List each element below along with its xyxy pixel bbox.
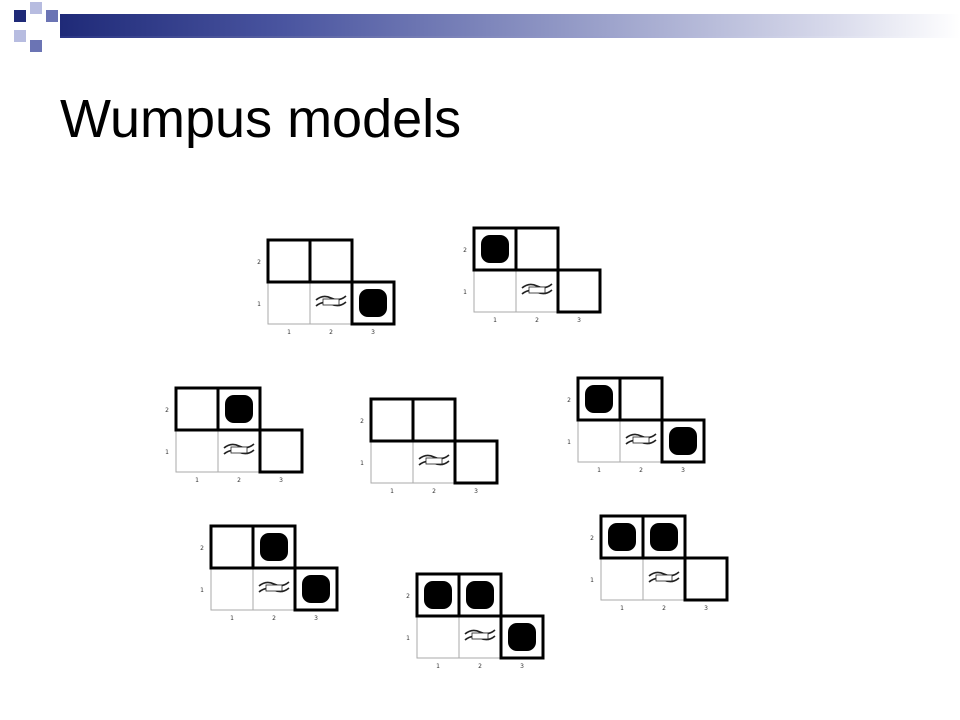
row-label: 1 [567, 439, 571, 446]
column-label: 2 [432, 488, 436, 495]
header-square-mid [30, 40, 42, 52]
breeze-icon [625, 433, 657, 445]
row-label: 2 [165, 407, 169, 414]
column-label: 3 [704, 605, 708, 612]
column-label: 1 [287, 329, 291, 336]
column-label: 3 [474, 488, 478, 495]
column-label: 3 [314, 615, 318, 622]
breeze-banner [230, 446, 248, 454]
column-label: 2 [272, 615, 276, 622]
row-label: 2 [590, 535, 594, 542]
frontier-square-2-2 [411, 397, 457, 443]
breeze-icon [315, 295, 347, 307]
wumpus-model-4: 2 1 1 2 3 [360, 397, 499, 495]
column-label: 3 [371, 329, 375, 336]
column-label: 2 [237, 477, 241, 484]
column-label: 1 [195, 477, 199, 484]
frontier-square-3-1 [683, 556, 729, 602]
column-label: 3 [681, 467, 685, 474]
pit-icon [650, 523, 678, 551]
row-label: 1 [463, 289, 467, 296]
row-label: 2 [406, 593, 410, 600]
wumpus-model-6: 2 1 1 2 3 [200, 524, 339, 622]
breeze-banner [322, 298, 340, 306]
column-label: 2 [535, 317, 539, 324]
row-label: 1 [590, 577, 594, 584]
row-label: 2 [257, 259, 261, 266]
frontier-square-2-2 [618, 376, 664, 422]
frontier-square-3-1 [453, 439, 499, 485]
row-label: 2 [360, 418, 364, 425]
column-label: 2 [329, 329, 333, 336]
column-label: 1 [230, 615, 234, 622]
breeze-icon [223, 443, 255, 455]
wumpus-model-8: 2 1 1 2 3 [590, 514, 729, 612]
frontier-square-3-1 [258, 428, 304, 474]
column-label: 1 [597, 467, 601, 474]
breeze-banner [265, 584, 283, 592]
breeze-icon [418, 454, 450, 466]
header-decoration [0, 0, 960, 60]
frontier-square-1-2 [266, 238, 312, 284]
frontier-square-1-2 [209, 524, 255, 570]
frontier-square-1-2 [174, 386, 220, 432]
row-label: 1 [257, 301, 261, 308]
wumpus-model-7: 2 1 1 2 3 [406, 572, 545, 670]
row-label: 1 [165, 449, 169, 456]
pit-icon [302, 575, 330, 603]
row-label: 2 [567, 397, 571, 404]
slide-title: Wumpus models [60, 89, 462, 149]
column-label: 2 [639, 467, 643, 474]
column-label: 2 [478, 663, 482, 670]
breeze-icon [258, 581, 290, 593]
row-label: 1 [360, 460, 364, 467]
breeze-banner [632, 436, 650, 444]
frontier-square-3-1 [556, 268, 602, 314]
pit-icon [669, 427, 697, 455]
frontier-square-1-2 [369, 397, 415, 443]
column-label: 1 [436, 663, 440, 670]
wumpus-model-5: 2 1 1 2 3 [567, 376, 706, 474]
pit-icon [508, 623, 536, 651]
pit-icon [424, 581, 452, 609]
breeze-banner [471, 632, 489, 640]
wumpus-model-1: 2 1 1 2 3 [257, 238, 396, 336]
breeze-banner [425, 457, 443, 465]
breeze-banner [655, 574, 673, 582]
pit-icon [481, 235, 509, 263]
row-label: 1 [406, 635, 410, 642]
wumpus-model-3: 2 1 1 2 3 [165, 386, 304, 484]
breeze-icon [648, 571, 680, 583]
header-underline [60, 36, 960, 38]
breeze-banner [528, 286, 546, 294]
breeze-icon [521, 283, 553, 295]
pit-icon [585, 385, 613, 413]
frontier-square-2-2 [514, 226, 560, 272]
wumpus-model-2: 2 1 1 2 3 [463, 226, 602, 324]
pit-icon [608, 523, 636, 551]
column-label: 1 [390, 488, 394, 495]
pit-icon [359, 289, 387, 317]
row-label: 2 [200, 545, 204, 552]
header-gradient-bar [60, 14, 960, 36]
column-label: 1 [620, 605, 624, 612]
header-square-light [30, 2, 42, 14]
row-label: 1 [200, 587, 204, 594]
header-square-light [14, 30, 26, 42]
breeze-icon [464, 629, 496, 641]
column-label: 3 [279, 477, 283, 484]
pit-icon [225, 395, 253, 423]
column-label: 3 [577, 317, 581, 324]
column-label: 3 [520, 663, 524, 670]
column-label: 2 [662, 605, 666, 612]
column-label: 1 [493, 317, 497, 324]
pit-icon [260, 533, 288, 561]
header-square-dark [14, 10, 26, 22]
pit-icon [466, 581, 494, 609]
row-label: 2 [463, 247, 467, 254]
header-square-mid [46, 10, 58, 22]
frontier-square-2-2 [308, 238, 354, 284]
